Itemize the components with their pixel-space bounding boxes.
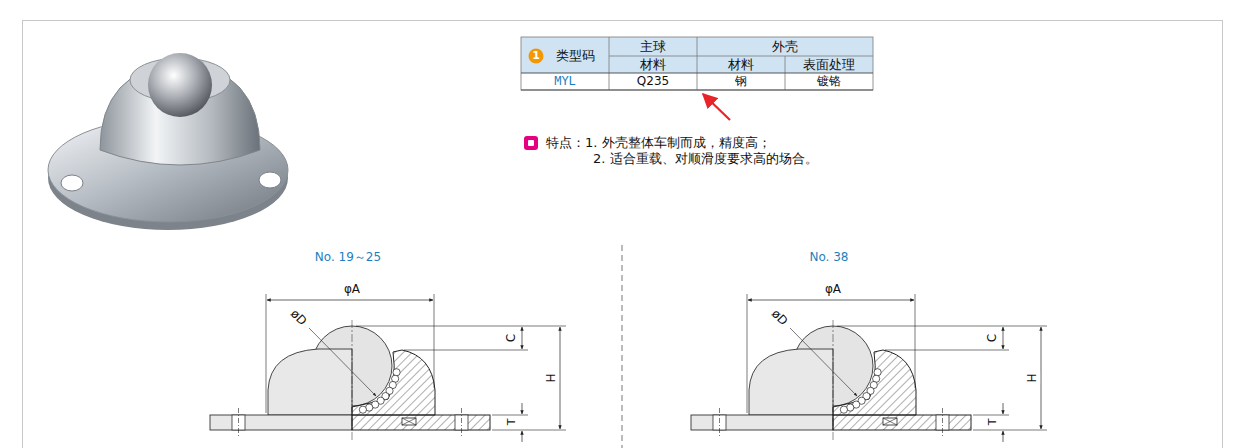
type-code: MYL	[554, 75, 576, 89]
table-header: 材料	[728, 57, 754, 72]
table-header: 外壳	[772, 39, 798, 54]
drawing-stroke	[885, 350, 1009, 351]
drawing-stroke	[883, 418, 897, 425]
dimension-label: T	[987, 418, 1000, 427]
drawing-stroke	[973, 415, 1009, 416]
drawing-stroke	[352, 350, 435, 415]
drawing-stroke	[942, 408, 943, 436]
drawing-stroke	[393, 369, 400, 376]
view-title: No. 19～25	[315, 251, 381, 265]
drawing-stroke	[840, 406, 847, 413]
drawing-stroke	[259, 172, 281, 188]
drawing-stroke	[973, 430, 1047, 431]
divider-line	[622, 245, 623, 448]
dimension-label: T	[506, 418, 519, 427]
drawing-stroke	[915, 294, 916, 388]
view-title: No. 38	[809, 251, 848, 265]
drawing-stroke	[434, 294, 435, 388]
dimension-label: øD	[287, 307, 310, 330]
drawing-stroke	[521, 89, 873, 90]
callout-number: 1	[532, 50, 540, 63]
table-cell: 钢	[735, 75, 747, 89]
drawing-stroke	[1003, 431, 1004, 442]
drawing-stroke	[1003, 403, 1004, 414]
drawing-stroke	[833, 415, 971, 430]
product-photo	[48, 53, 288, 230]
dimension-label: φA	[824, 283, 842, 297]
dimension-label: H	[545, 372, 559, 383]
drawing-stroke	[522, 431, 523, 442]
drawing-stroke	[402, 418, 416, 425]
drawing-stroke	[521, 72, 873, 73]
drawing-stroke	[874, 369, 881, 376]
drawing-stroke	[61, 175, 83, 191]
drawing-stroke	[703, 94, 730, 120]
dimension-label: φA	[343, 283, 361, 297]
table-cell: 镀铬	[817, 75, 841, 89]
section-drawing	[210, 294, 566, 442]
drawing-stroke	[883, 418, 897, 425]
section-drawing	[691, 294, 1047, 442]
table-header: 材料	[640, 57, 666, 72]
drawing-stroke	[461, 408, 462, 436]
dimension-label: H	[1026, 372, 1040, 383]
feature-note: 2. 适合重载、对顺滑度要求高的场合。	[593, 152, 818, 167]
dimension-label: C	[986, 333, 1000, 343]
dimension-label: øD	[768, 307, 791, 330]
drawing-stroke	[1003, 327, 1004, 349]
drawing-stroke	[402, 418, 416, 425]
drawing-stroke	[521, 37, 873, 90]
drawing-stroke	[524, 136, 538, 150]
table-header: 主球	[640, 39, 666, 54]
drawing-stroke	[1041, 327, 1042, 429]
drawing-stroke	[833, 320, 834, 440]
drawing-stroke	[522, 327, 523, 349]
drawing-stroke	[747, 294, 748, 413]
drawing-stroke	[719, 408, 720, 436]
page-frame	[23, 21, 1223, 448]
drawing-stroke	[837, 326, 1047, 327]
drawing-stroke	[883, 418, 897, 425]
drawing-stroke	[492, 415, 528, 416]
drawing-stroke	[267, 300, 433, 301]
feature-icon	[524, 136, 538, 150]
drawing-stroke	[148, 53, 212, 117]
drawing-stroke	[352, 320, 353, 440]
table-header: 表面处理	[803, 57, 855, 72]
drawing-stroke	[697, 37, 698, 90]
drawing-stroke	[528, 140, 534, 146]
drawing-stroke	[492, 430, 566, 431]
drawing-stroke	[522, 403, 523, 414]
drawing-stroke	[356, 326, 566, 327]
drawing-stroke	[23, 21, 1223, 448]
drawing-stroke	[309, 328, 376, 396]
drawing-stroke	[238, 408, 239, 436]
spec-table	[521, 37, 873, 90]
feature-note: 特点：1. 外壳整体车制而成，精度高；	[546, 136, 771, 151]
callout-arrow	[703, 94, 730, 120]
drawing-stroke	[210, 415, 352, 430]
drawing-stroke	[404, 350, 528, 351]
drawing-stroke	[529, 49, 544, 64]
drawing-stroke	[748, 300, 914, 301]
drawing-stroke	[560, 327, 561, 429]
table-cell: Q235	[637, 75, 669, 89]
drawing-stroke	[359, 406, 366, 413]
drawing-stroke	[790, 328, 857, 396]
drawing-stroke	[352, 415, 490, 430]
drawing-stroke	[691, 415, 833, 430]
drawing-stroke	[402, 418, 416, 425]
table-header: 类型码	[556, 49, 595, 64]
drawing-stroke	[266, 294, 267, 413]
dimension-label: C	[505, 333, 519, 343]
drawing-stroke	[609, 37, 610, 90]
drawing-stroke	[833, 350, 916, 415]
drawing-stroke	[622, 245, 623, 448]
